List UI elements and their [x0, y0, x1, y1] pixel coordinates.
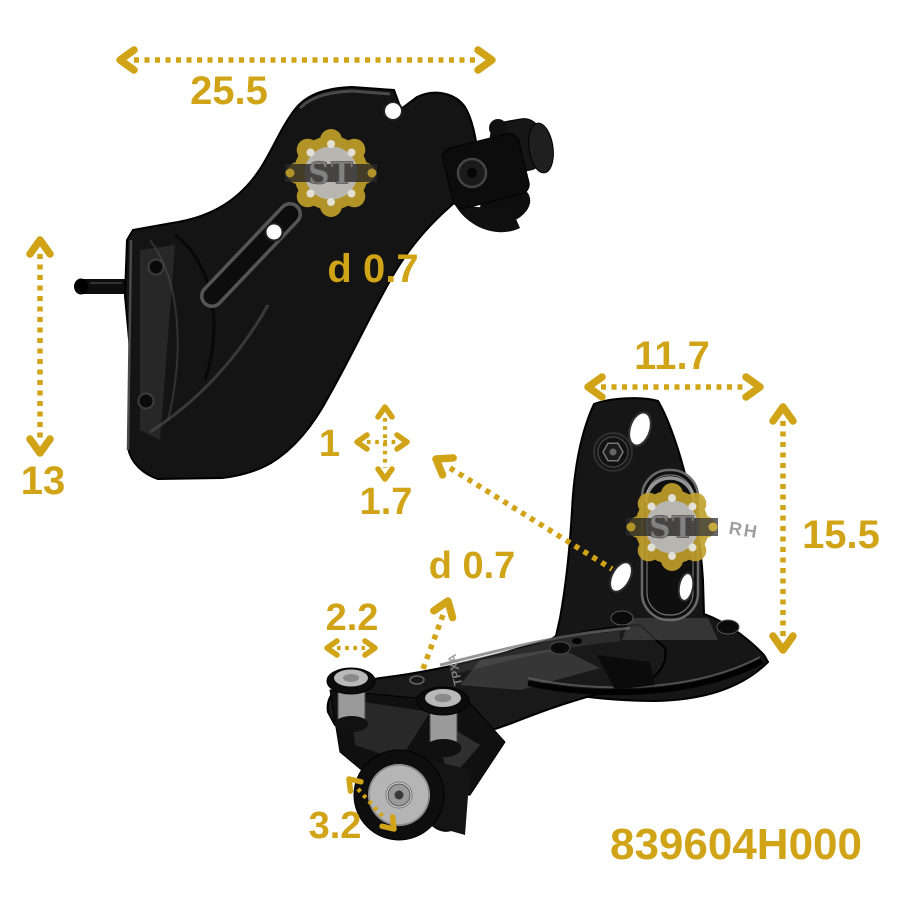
dim-height-13: 13	[21, 236, 66, 503]
dim-roller-2-2: 2.2	[324, 597, 379, 658]
mounting-slot-hole	[628, 411, 652, 447]
arrow-down-icon	[769, 632, 797, 654]
metal-highlights	[126, 89, 391, 451]
flange-bolt	[610, 610, 634, 626]
arrow-left-icon	[116, 46, 138, 74]
rh-side-marking: RH	[728, 518, 761, 542]
dim-label-13: 13	[21, 459, 66, 503]
label-hole-diameter-upper: d 0.7	[327, 247, 418, 291]
dim-label-d-0-7: d 0.7	[429, 545, 516, 587]
arrow-down-right-icon	[379, 814, 397, 832]
arrow-up-left-icon	[432, 454, 457, 479]
bolt-hole	[383, 101, 403, 121]
arrow-down-icon	[375, 466, 395, 482]
arrow-right-icon	[474, 46, 496, 74]
arrow-left-icon	[584, 373, 606, 401]
arm-highlights	[409, 626, 764, 696]
dim-label-2-2: 2.2	[326, 597, 379, 639]
arrow-left-icon	[354, 432, 370, 452]
part-number-label: 839604H000	[610, 820, 862, 869]
arrow-up-icon	[769, 403, 797, 425]
recessed-hole	[147, 258, 165, 276]
arrow-up-left-icon	[346, 776, 364, 794]
arrow-right-icon	[742, 373, 764, 401]
arrow-right-icon	[362, 638, 378, 658]
guide-roller	[416, 686, 470, 757]
arrow-down-icon	[26, 435, 54, 457]
dim-plate-height-15-5: 15.5	[769, 403, 880, 654]
arrow-up-icon	[26, 236, 54, 258]
dim-plate-width-11-7: 11.7	[584, 334, 764, 401]
dim-label-1-7: 1.7	[360, 481, 413, 523]
guide-roller	[326, 667, 376, 732]
lower-bracket-photo: RH TPXA	[326, 397, 770, 841]
stud-pin	[74, 278, 132, 295]
dim-width-25-5: 25.5	[116, 46, 496, 113]
dim-label-3-2: 3.2	[309, 805, 362, 847]
upper-bracket-photo	[74, 85, 554, 481]
dim-label-1: 1	[319, 423, 340, 465]
arrow-left-icon	[324, 638, 340, 658]
upper-roller-assembly	[442, 118, 554, 233]
arrow-up-icon	[375, 404, 395, 420]
dim-slot-cross: 1 1.7	[319, 404, 413, 523]
bolt-hole	[264, 222, 284, 242]
oval-hole	[609, 561, 633, 593]
roller-head	[326, 667, 506, 841]
recessed-hole	[137, 392, 155, 410]
arrow-right-icon	[394, 432, 410, 452]
dim-label-15-5: 15.5	[802, 513, 880, 557]
hex-bolt	[593, 432, 633, 472]
main-roller-wheel	[353, 749, 470, 841]
flange-bolt	[549, 641, 571, 655]
dim-label-11-7: 11.7	[634, 334, 710, 378]
label-hole-diameter-lower: d 0.7	[420, 545, 516, 670]
flange-bolt	[716, 619, 740, 635]
slot-and-holes	[137, 101, 403, 410]
oval-hole	[677, 572, 695, 602]
leader-slot-hole	[432, 454, 614, 572]
small-hole	[572, 638, 582, 644]
small-rivet-hole	[409, 675, 425, 685]
dim-label-25-5: 25.5	[190, 69, 268, 113]
dim-wheel-3-2: 3.2	[309, 776, 397, 847]
stamped-part-marking: TPXA	[445, 652, 465, 687]
arrow-up-right-icon	[430, 597, 457, 622]
